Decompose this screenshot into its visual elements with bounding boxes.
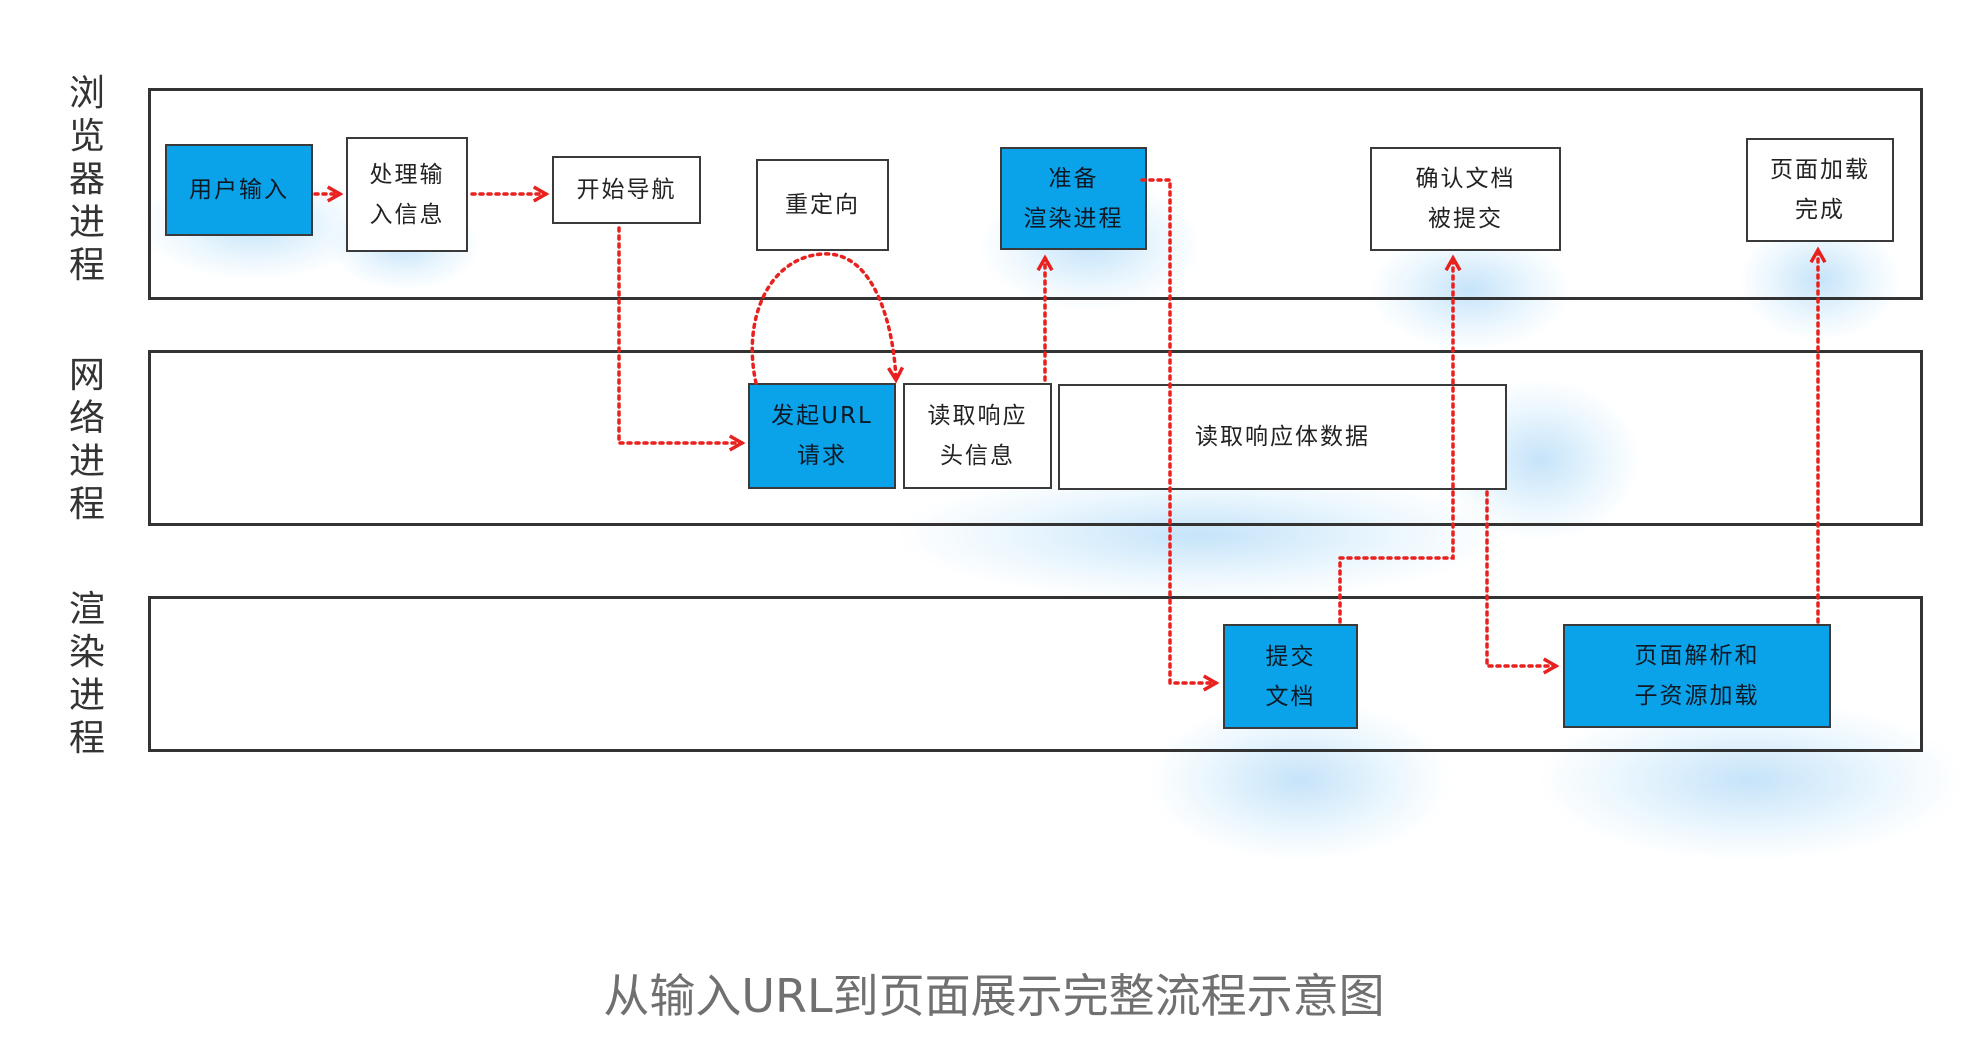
arrow-commit-to-confirm <box>1338 254 1462 624</box>
node-line: 文档 <box>1265 683 1316 710</box>
node-prepare-renderer: 准备 渲染进程 <box>1000 147 1147 250</box>
node-line: 重定向 <box>785 192 860 218</box>
node-line: 准备 <box>1048 165 1099 192</box>
lane-label-network: 网络进程 <box>62 354 112 526</box>
node-line: 请求 <box>797 443 847 469</box>
node-line: 用户输入 <box>189 177 289 203</box>
node-user-input: 用户输入 <box>165 144 313 236</box>
node-redirect: 重定向 <box>756 159 889 251</box>
arrow-navigation-to-request <box>617 226 746 452</box>
node-line: 页面加载 <box>1770 157 1870 183</box>
lane-network <box>148 350 1923 526</box>
node-commit-document: 提交 文档 <box>1223 624 1358 729</box>
node-line: 读取响应体数据 <box>1195 424 1370 450</box>
node-line: 读取响应 <box>927 403 1028 429</box>
lane-label-renderer-text: 渲染进程 <box>69 589 106 759</box>
node-line: 开始导航 <box>576 177 677 203</box>
node-line: 头信息 <box>940 443 1015 469</box>
node-line: 处理输 <box>369 161 445 188</box>
arrow-prepare-to-commit <box>1140 178 1220 692</box>
node-page-loaded: 页面加载 完成 <box>1746 138 1894 242</box>
node-parse-page: 页面解析和 子资源加载 <box>1563 624 1831 728</box>
arrow-redirect-loop <box>750 252 905 385</box>
lane-label-browser: 浏览器进程 <box>62 72 112 287</box>
node-line: 完成 <box>1795 197 1845 223</box>
node-url-request: 发起URL 请求 <box>748 383 896 489</box>
lane-browser <box>148 88 1923 300</box>
glow <box>900 470 1500 600</box>
lane-renderer <box>148 596 1923 752</box>
node-line: 子资源加载 <box>1634 683 1760 709</box>
node-line: 入信息 <box>369 201 445 228</box>
node-confirm-commit: 确认文档 被提交 <box>1370 147 1561 251</box>
node-line: 确认文档 <box>1415 166 1516 192</box>
lane-label-browser-text: 浏览器进程 <box>69 73 106 286</box>
node-line: 提交 <box>1265 643 1316 670</box>
arrow-body-to-parse <box>1485 490 1560 675</box>
lane-label-network-text: 网络进程 <box>69 355 106 525</box>
node-line: 发起URL <box>771 403 873 429</box>
figure-caption: 从输入URL到页面展示完整流程示意图 <box>603 969 1385 1023</box>
node-start-navigation: 开始导航 <box>552 156 701 224</box>
node-read-body: 读取响应体数据 <box>1058 384 1507 490</box>
node-line: 被提交 <box>1428 206 1503 232</box>
node-line: 页面解析和 <box>1634 643 1760 669</box>
node-process-input: 处理输 入信息 <box>346 137 468 252</box>
lane-label-renderer: 渲染进程 <box>62 588 112 760</box>
node-line: 渲染进程 <box>1023 205 1124 232</box>
node-read-headers: 读取响应 头信息 <box>903 383 1052 489</box>
